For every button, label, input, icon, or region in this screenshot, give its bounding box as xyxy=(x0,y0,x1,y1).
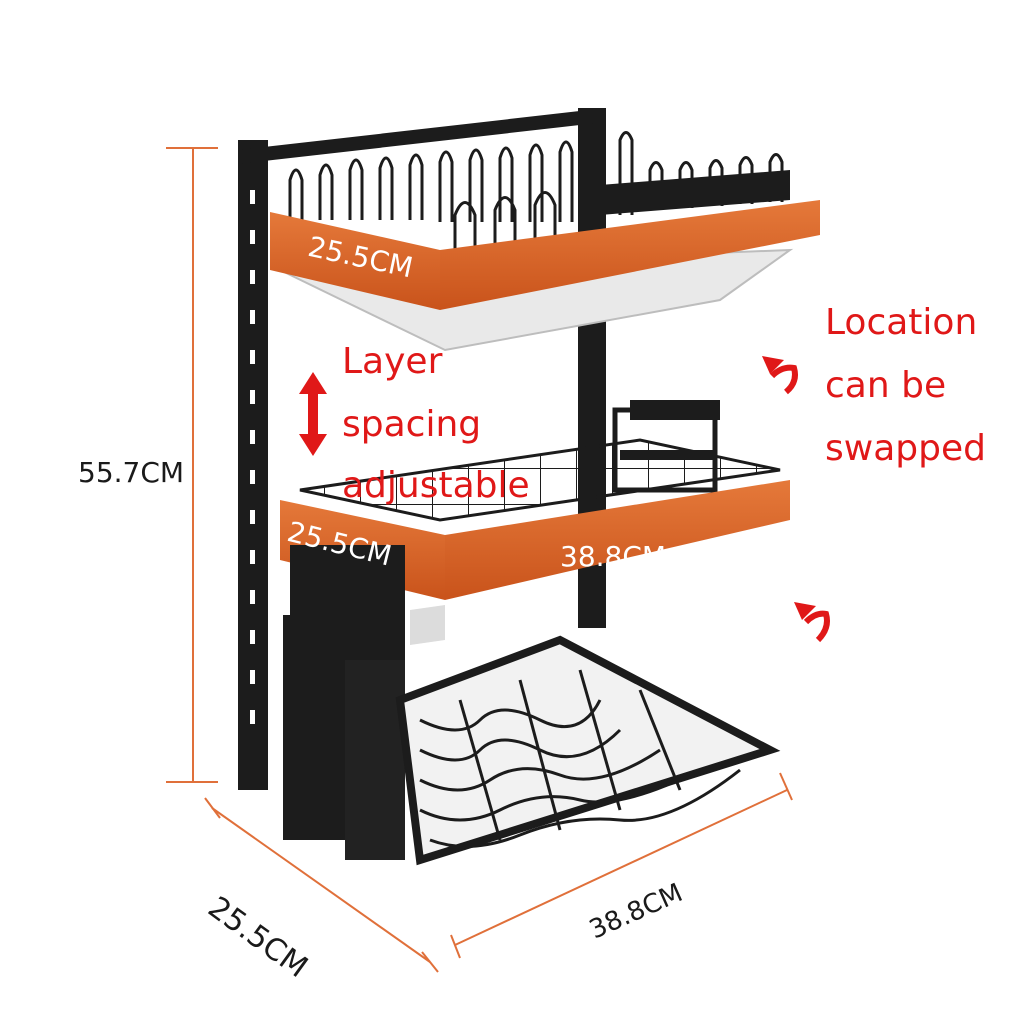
middle-band-front xyxy=(445,480,790,600)
location-note-line-1: Location xyxy=(825,302,978,343)
layer-spacing-note-line-1: Layer xyxy=(342,341,443,382)
location-note-line-3: swapped xyxy=(825,428,986,469)
middle-tray-edge xyxy=(410,605,445,645)
top-rail xyxy=(238,108,606,164)
location-note-line-2: can be xyxy=(825,365,947,406)
swap-arrow-upper xyxy=(762,356,798,395)
cup-holder xyxy=(612,400,720,493)
layer-spacing-note-line-3: adjustable xyxy=(342,465,530,506)
height-dimension-label: 55.7CM xyxy=(78,456,185,489)
cutting-board-holder xyxy=(283,545,405,860)
wall-post-left xyxy=(238,140,268,790)
up-down-arrow xyxy=(299,372,327,456)
top-shelf-wires xyxy=(288,131,784,280)
bottom-shelf-wires xyxy=(419,669,741,848)
middle-width-label: 38.8CM xyxy=(560,540,667,573)
utensil-holder-top xyxy=(600,170,790,215)
layer-spacing-note-line-2: spacing xyxy=(342,404,482,445)
top-band-side xyxy=(270,212,440,310)
top-band-front xyxy=(440,200,820,310)
dimension-lines xyxy=(166,147,793,973)
swap-arrow-lower xyxy=(794,602,830,643)
bottom-shelf xyxy=(395,635,781,866)
